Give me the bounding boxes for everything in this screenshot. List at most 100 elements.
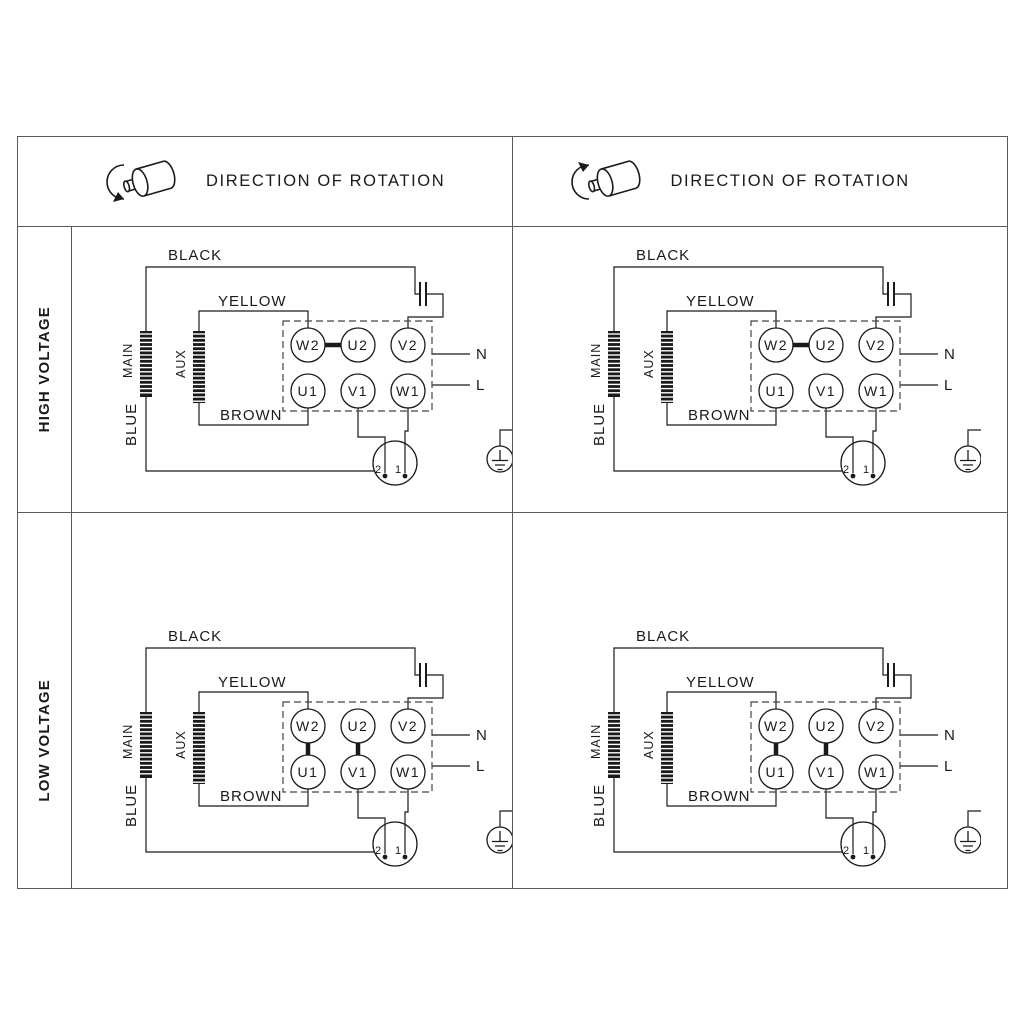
yellow-wire-label: YELLOW <box>686 674 755 691</box>
earth-ground-icon <box>954 826 981 854</box>
terminal-V2 <box>858 708 894 744</box>
capacitor-icon <box>419 663 427 687</box>
svg-text:U2: U2 <box>348 718 369 734</box>
high-voltage-label: HIGH VOLTAGE <box>36 306 53 433</box>
terminal-W1 <box>390 754 426 790</box>
svg-text:1: 1 <box>395 464 401 476</box>
brown-wire-label: BROWN <box>220 788 283 805</box>
aux-winding-coil <box>193 712 205 784</box>
wiring-lines <box>145 647 512 854</box>
black-wire-label: BLACK <box>636 247 690 264</box>
svg-text:W2: W2 <box>764 718 788 734</box>
motor-shaft-icon-counterclockwise <box>570 159 641 200</box>
terminal-V1 <box>340 373 376 409</box>
terminal-V2 <box>390 327 426 363</box>
svg-text:V1: V1 <box>816 383 836 399</box>
svg-text:V1: V1 <box>816 764 836 780</box>
terminal-W1 <box>858 754 894 790</box>
black-wire-label: BLACK <box>168 247 222 264</box>
terminal-U1 <box>758 373 794 409</box>
terminal-V1 <box>808 373 844 409</box>
wiring-lines <box>145 266 512 473</box>
svg-text:V1: V1 <box>348 764 368 780</box>
svg-text:V2: V2 <box>866 337 886 353</box>
terminal-U1 <box>290 373 326 409</box>
svg-text:U2: U2 <box>816 337 837 353</box>
aux-winding-label: AUX <box>642 730 656 759</box>
black-wire-label: BLACK <box>168 628 222 645</box>
neutral-label: N <box>944 346 956 363</box>
blue-wire-label: BLUE <box>591 403 608 446</box>
main-winding-label: MAIN <box>589 343 603 378</box>
capacitor-icon <box>887 282 895 306</box>
svg-text:2: 2 <box>843 845 849 857</box>
svg-text:2: 2 <box>843 464 849 476</box>
aux-winding-coil <box>661 331 673 403</box>
motor-rotation-icon <box>565 155 643 209</box>
svg-text:V2: V2 <box>866 718 886 734</box>
main-winding-coil <box>140 712 152 778</box>
yellow-wire-label: YELLOW <box>218 293 287 310</box>
row-label-low-voltage: LOW VOLTAGE <box>18 513 72 888</box>
svg-text:1: 1 <box>395 845 401 857</box>
blue-wire-label: BLUE <box>123 403 140 446</box>
yellow-wire-label: YELLOW <box>218 674 287 691</box>
main-winding-label: MAIN <box>121 343 135 378</box>
svg-text:2: 2 <box>375 845 381 857</box>
main-winding-label: MAIN <box>589 724 603 759</box>
blue-wire-label: BLUE <box>123 784 140 827</box>
aux-winding-coil <box>193 331 205 403</box>
svg-text:W2: W2 <box>296 337 320 353</box>
motor-rotation-icon <box>100 155 178 209</box>
terminal-block-outline <box>282 320 433 412</box>
svg-text:W2: W2 <box>764 337 788 353</box>
svg-text:V2: V2 <box>398 718 418 734</box>
svg-text:V2: V2 <box>398 337 418 353</box>
svg-text:1: 1 <box>863 845 869 857</box>
svg-text:U1: U1 <box>298 383 319 399</box>
svg-text:W1: W1 <box>396 764 420 780</box>
aux-winding-coil <box>661 712 673 784</box>
direction-of-rotation-label: DIRECTION OF ROTATION <box>206 172 446 190</box>
svg-text:W1: W1 <box>864 764 888 780</box>
motor-shaft-icon-clockwise <box>106 159 176 202</box>
capacitor-icon <box>419 282 427 306</box>
svg-text:U2: U2 <box>348 337 369 353</box>
earth-ground-icon <box>486 445 512 473</box>
blue-wire-label: BLUE <box>591 784 608 827</box>
brown-wire-label: BROWN <box>220 407 283 424</box>
header-cell-left: DIRECTION OF ROTATION <box>18 137 513 226</box>
earth-ground-icon <box>954 445 981 473</box>
main-winding-coil <box>608 712 620 778</box>
svg-text:U1: U1 <box>298 764 319 780</box>
svg-text:W1: W1 <box>396 383 420 399</box>
line-label: L <box>944 377 953 394</box>
svg-text:2: 2 <box>375 464 381 476</box>
aux-winding-label: AUX <box>174 730 188 759</box>
neutral-label: N <box>944 727 956 744</box>
wiring-lines <box>613 647 981 854</box>
neutral-label: N <box>476 727 488 744</box>
direction-of-rotation-label: DIRECTION OF ROTATION <box>670 172 910 190</box>
svg-text:W1: W1 <box>864 383 888 399</box>
header-row: DIRECTION OF ROTATION DIRECTION OF ROTAT… <box>18 137 1007 227</box>
line-label: L <box>944 758 953 775</box>
